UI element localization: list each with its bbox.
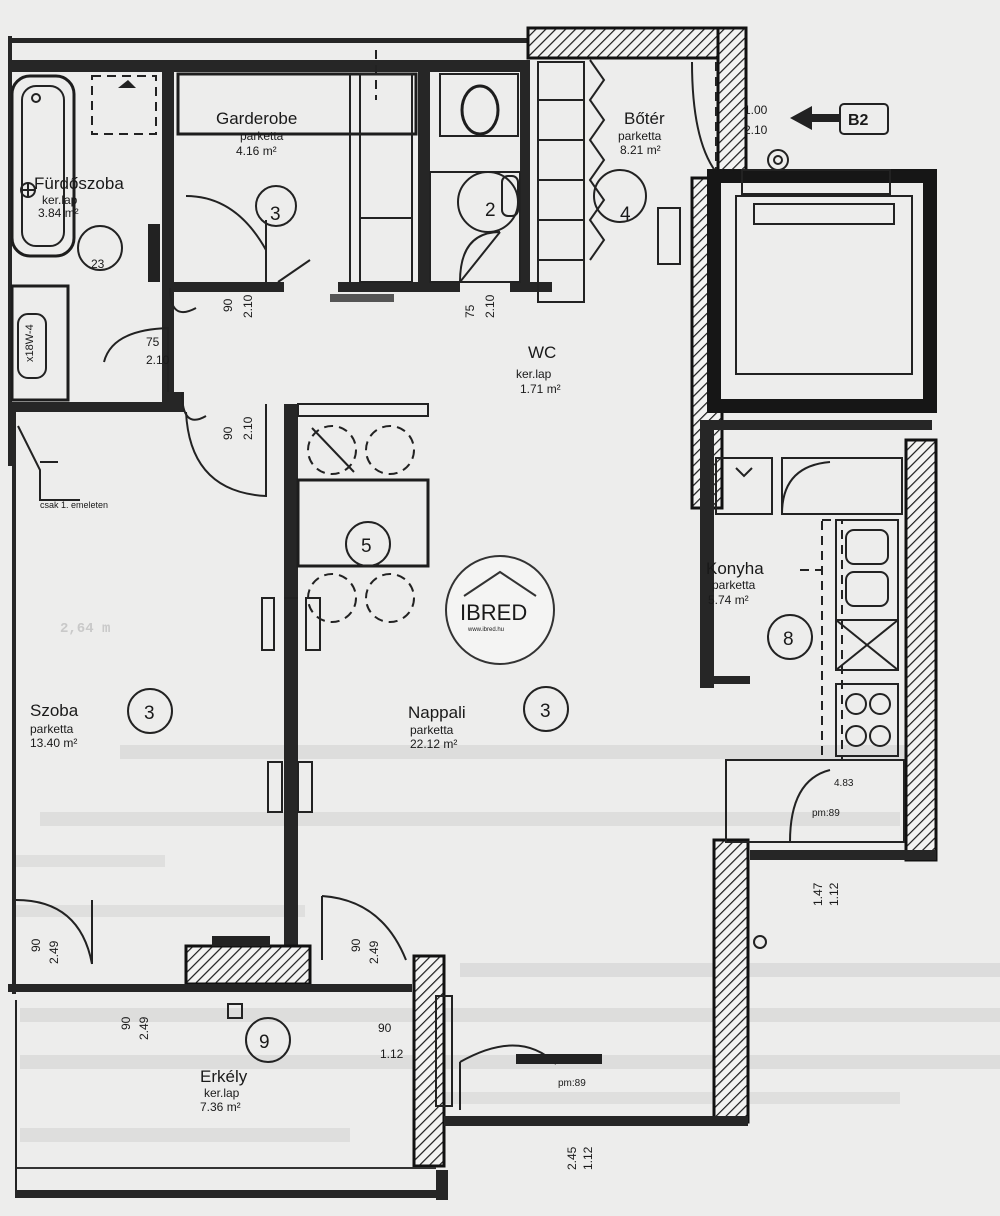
hall-door-height: 2.10 bbox=[241, 416, 255, 440]
balcony-window-height: 1.12 bbox=[380, 1047, 404, 1061]
entrance-fixtures bbox=[537, 59, 889, 303]
garderobe-name: Garderobe bbox=[216, 109, 297, 128]
hall-doors bbox=[103, 287, 267, 498]
balcony-floor: ker.lap bbox=[204, 1086, 240, 1100]
bathroom-area: 3.84 m² bbox=[38, 206, 79, 220]
kitchen-window-height: 1.12 bbox=[827, 882, 841, 906]
nappali-name: Nappali bbox=[408, 703, 466, 722]
garderobe-marker: 3 bbox=[270, 204, 281, 225]
kitchen-area: 5.74 m² bbox=[708, 593, 749, 607]
kitchen-fixtures bbox=[715, 457, 905, 843]
nappali-floor: parketta bbox=[410, 723, 454, 737]
hall-door-width: 90 bbox=[221, 426, 235, 440]
upper-right-block bbox=[707, 169, 937, 413]
dining-fixtures bbox=[296, 425, 430, 651]
kitchen-name: Konyha bbox=[706, 559, 764, 578]
szoba-area: 13.40 m² bbox=[30, 736, 77, 750]
balcony-left-door-height: 2.49 bbox=[47, 940, 61, 964]
nappali-marker: 3 bbox=[540, 701, 551, 722]
wc-fixtures bbox=[429, 73, 521, 283]
kitchen-marker: 8 bbox=[783, 629, 794, 650]
balcony-right-door-height: 2.49 bbox=[367, 940, 381, 964]
balcony-left-door-width: 90 bbox=[29, 938, 43, 952]
boiler-tag: x18W-4 bbox=[24, 324, 36, 362]
bathroom-name: Fürdőszoba bbox=[34, 174, 124, 193]
balcony-bottom-width: 2.45 bbox=[565, 1146, 579, 1170]
stove-note: 4.83 bbox=[834, 778, 854, 789]
ceiling-note: csak 1. emeleten bbox=[40, 500, 108, 510]
kitchen-pm-note: pm:89 bbox=[812, 808, 840, 819]
balcony-sill-height: 2.49 bbox=[137, 1016, 151, 1040]
garderobe-fixtures bbox=[176, 50, 418, 302]
balcony-marker: 9 bbox=[259, 1032, 270, 1053]
hall-area: 8.21 m² bbox=[620, 143, 661, 157]
wc-name: WC bbox=[528, 343, 556, 362]
bath-door-width: 75 bbox=[146, 335, 160, 349]
dining-marker: 5 bbox=[361, 536, 372, 557]
balcony-pm-note: pm:89 bbox=[558, 1078, 586, 1089]
bathroom-fixtures bbox=[10, 74, 160, 402]
hall-floor: parketta bbox=[618, 129, 662, 143]
szoba-floor: parketta bbox=[30, 722, 74, 736]
nappali-fixtures bbox=[267, 686, 569, 813]
entrance-dim-width: 1.00 bbox=[744, 103, 768, 117]
entrance-dim-height: 2.10 bbox=[744, 123, 768, 137]
wc-door-width: 75 bbox=[463, 304, 477, 318]
wall-outlet-icon bbox=[753, 935, 767, 949]
szoba-marker: 3 bbox=[144, 703, 155, 724]
ibred-logo bbox=[445, 555, 555, 665]
balcony-fixtures bbox=[15, 1000, 291, 1190]
balcony-window-width: 90 bbox=[378, 1021, 392, 1035]
wc-marker: 2 bbox=[485, 200, 496, 221]
bathroom-marker: 23 bbox=[91, 257, 105, 271]
wc-area: 1.71 m² bbox=[520, 382, 561, 396]
bathroom-floor: ker.lap bbox=[42, 193, 78, 207]
wc-door-height: 2.10 bbox=[483, 294, 497, 318]
balcony-right-door-width: 90 bbox=[349, 938, 363, 952]
bath-door-height: 2.10 bbox=[146, 353, 170, 367]
szoba-fixtures bbox=[17, 425, 298, 734]
balcony-area: 7.36 m² bbox=[200, 1100, 241, 1114]
balcony-bottom-height: 1.12 bbox=[581, 1146, 595, 1170]
garderobe-floor: parketta bbox=[240, 129, 284, 143]
szoba-name: Szoba bbox=[30, 701, 79, 720]
garderobe-door-height: 2.10 bbox=[241, 294, 255, 318]
walls bbox=[8, 26, 938, 1200]
garderobe-area: 4.16 m² bbox=[236, 144, 277, 158]
logo-name: IBRED bbox=[460, 600, 527, 625]
kitchen-window-width: 1.47 bbox=[811, 882, 825, 906]
garderobe-door-width: 90 bbox=[221, 298, 235, 312]
nappali-area: 22.12 m² bbox=[410, 737, 457, 751]
balcony-name: Erkély bbox=[200, 1067, 248, 1086]
balcony-doors bbox=[15, 895, 602, 1110]
height-note: 2,64 m bbox=[60, 621, 110, 637]
hall-marker: 4 bbox=[620, 204, 631, 225]
balcony-sill-width: 90 bbox=[119, 1016, 133, 1030]
entry-arrow-label: B2 bbox=[848, 112, 869, 129]
kitchen-floor: parketta bbox=[712, 578, 756, 592]
hall-name: Bőtér bbox=[624, 109, 665, 128]
wc-floor: ker.lap bbox=[516, 367, 552, 381]
logo-tagline: www.ibred.hu bbox=[467, 627, 504, 633]
